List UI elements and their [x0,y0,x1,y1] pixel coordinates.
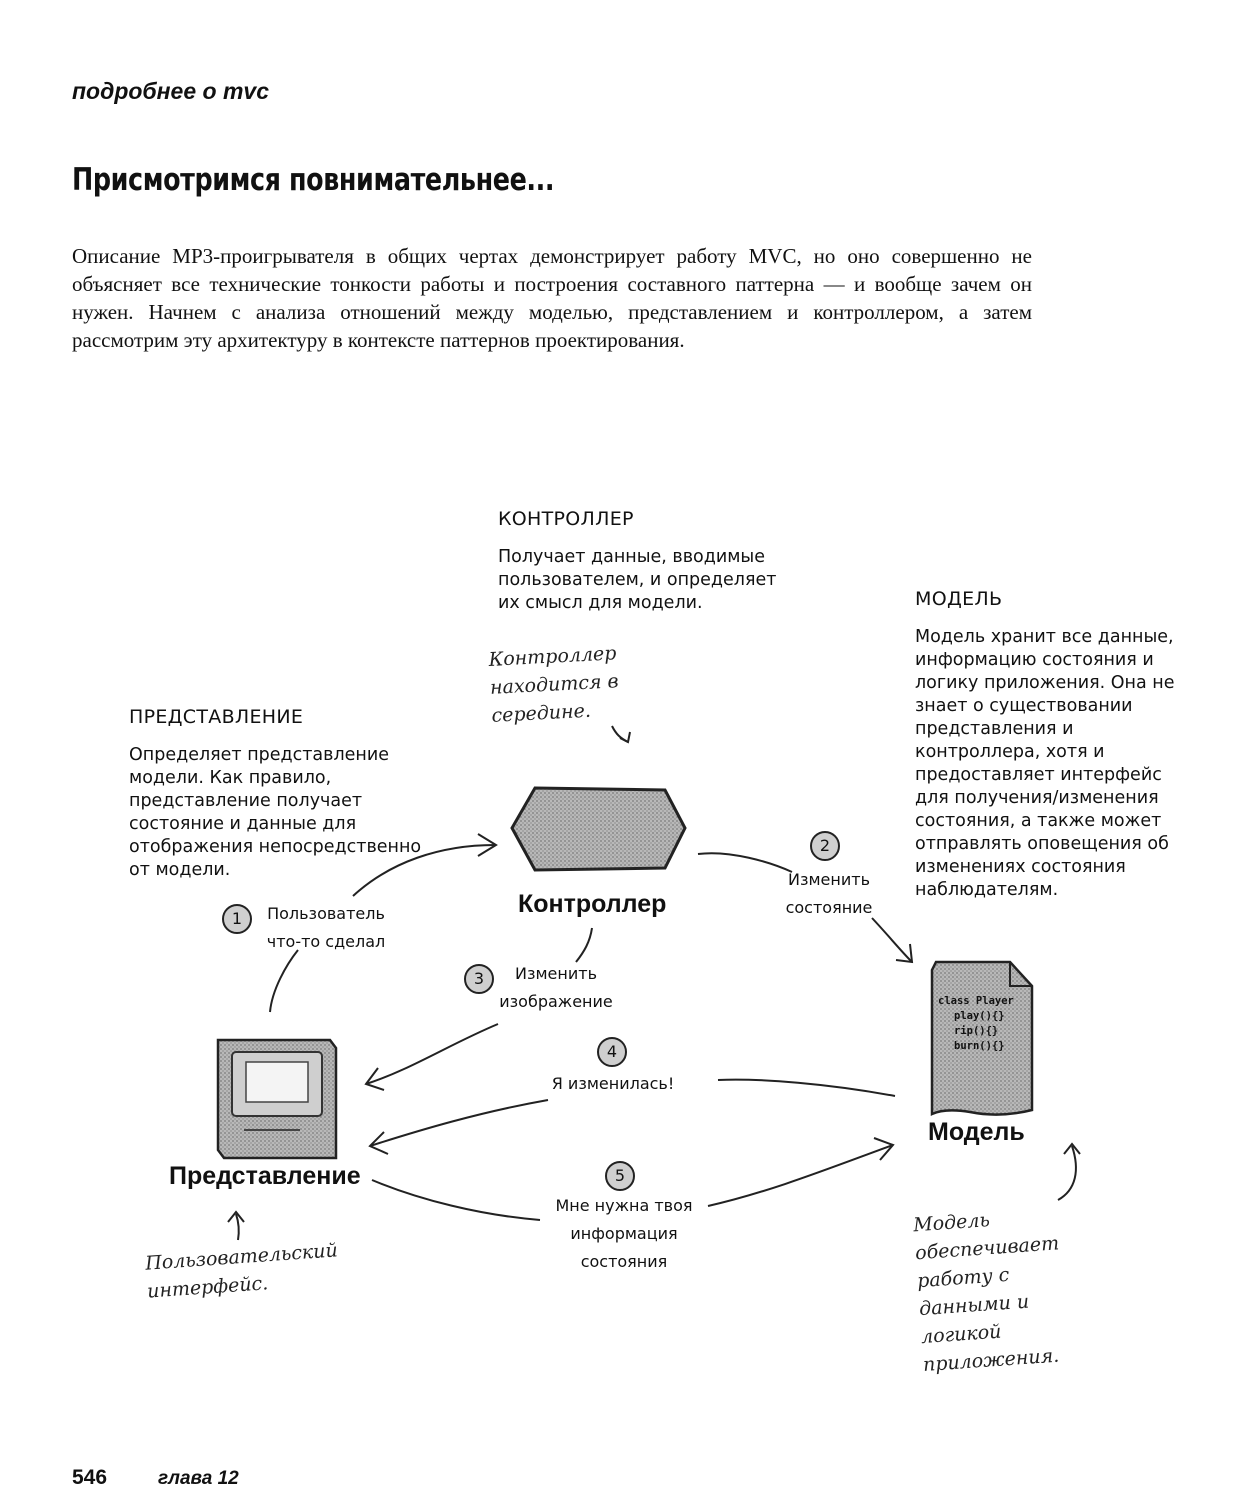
code-line: class Player [938,995,1014,1007]
running-header: подробнее о mvc [72,78,269,104]
view-heading: ПРЕДСТАВЛЕНИЕ [129,706,304,728]
model-description: Модель хранит все данные, информацию сос… [915,627,1175,900]
chapter-label: глава 12 [158,1468,239,1489]
page-number: 546 [72,1466,108,1489]
step-label: Мне нужна твоя информация состояния [555,1196,693,1271]
page-title: Присмотримся повнимательнее... [72,162,555,198]
model-code: class Player play(){} rip(){} burn(){} [938,994,1014,1054]
arrow-change-display [364,927,593,1091]
intro-paragraph: Описание MP3-проигрывателя в общих черта… [72,244,1032,352]
arrow-change-state [697,852,914,964]
model-document-shape [930,960,1034,1116]
controller-heading: КОНТРОЛЛЕР [498,508,634,530]
step-label: Пользователь что-то сделал [266,904,386,951]
view-label: Представление [169,1162,361,1190]
note-arrows [227,725,1081,1241]
arrow-user-action [269,833,498,1013]
step-number: 4 [597,1037,627,1067]
step-label: Изменить состояние [785,870,873,917]
view-computer-shape [216,1038,338,1160]
arrow-need-state [371,1137,895,1221]
controller-shape [510,786,687,872]
code-line: play(){} [954,1010,1005,1022]
step-number: 3 [464,964,494,994]
step-number: 1 [222,904,252,934]
step-label: Изменить изображение [499,964,613,1011]
step-number: 5 [605,1161,635,1191]
model-heading: МОДЕЛЬ [915,588,1003,610]
code-line: rip(){} [954,1025,999,1037]
arrow-state-changed [368,1078,896,1155]
controller-label: Контроллер [518,890,667,918]
model-note: Модель обеспечивает работу с данными и л… [912,1209,1060,1377]
code-line: burn(){} [954,1040,1005,1052]
step-label: Я изменилась! [551,1074,675,1093]
view-description: Определяет представление модели. Как пра… [129,745,422,880]
step-number: 2 [810,831,840,861]
controller-description: Получает данные, вводимые пользователем,… [498,547,777,613]
controller-note: Контроллер находится в середине. [488,642,620,727]
model-label: Модель [928,1118,1025,1146]
